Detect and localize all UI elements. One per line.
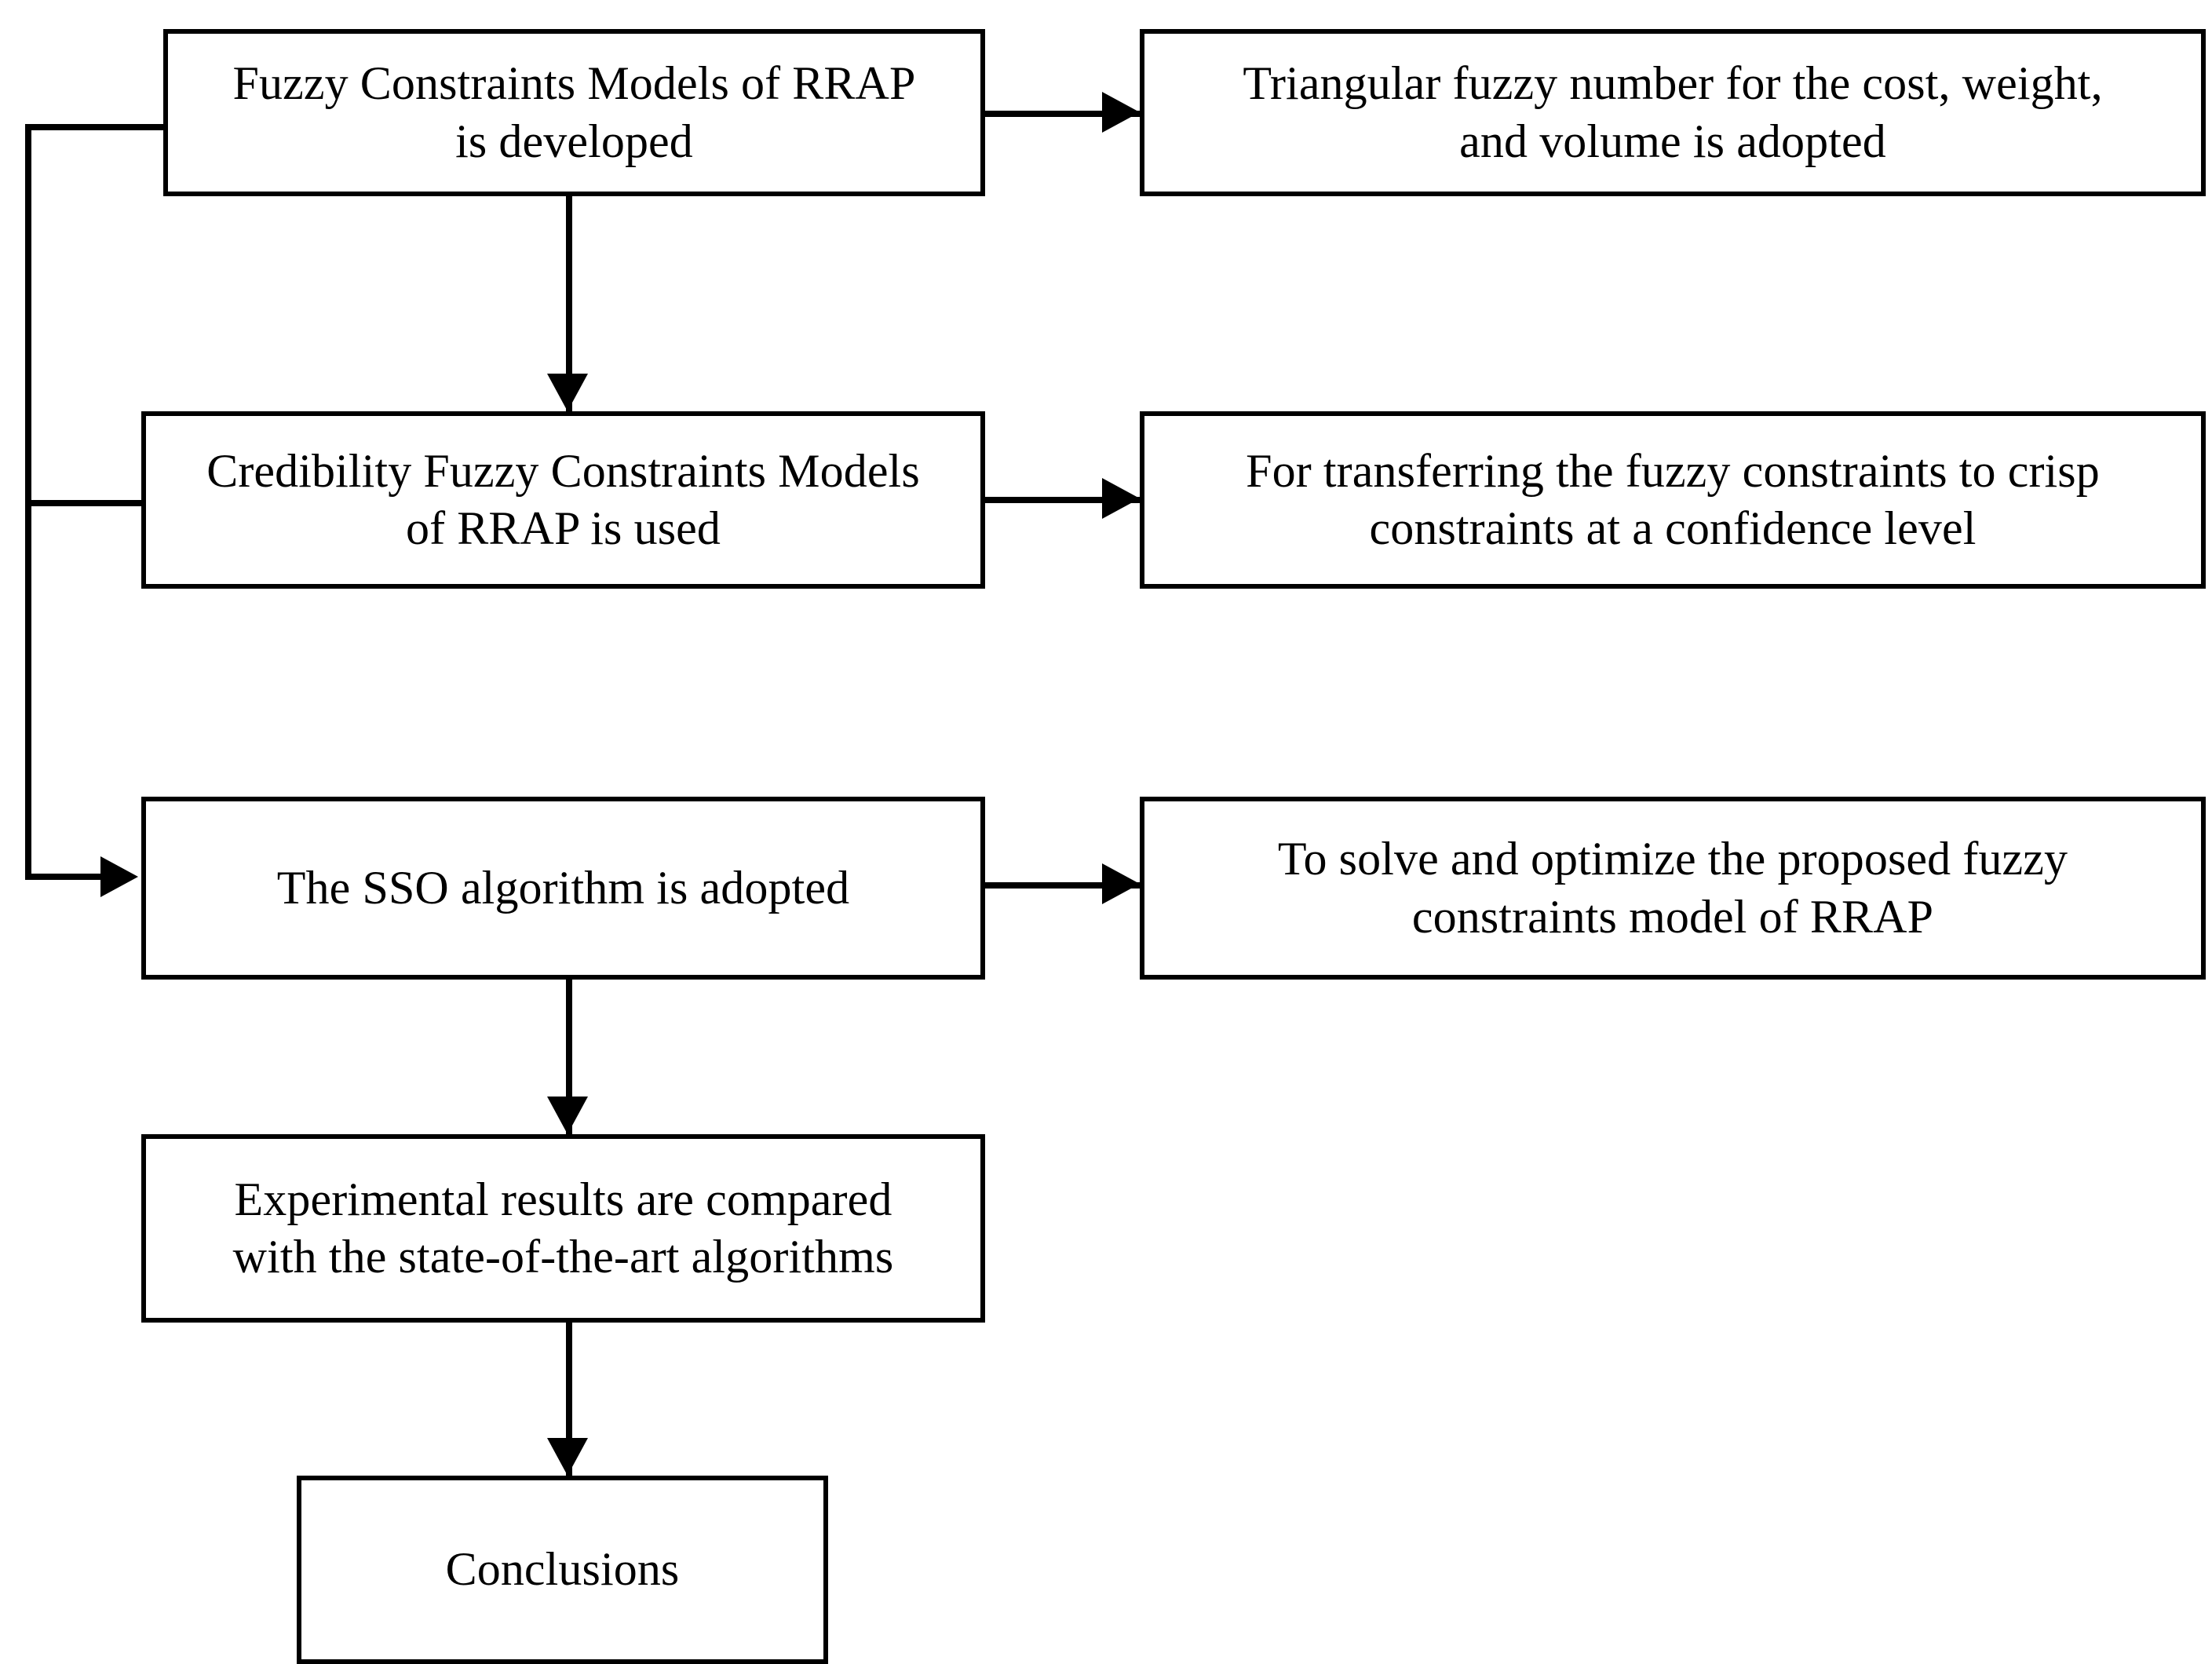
connector-sso-to-experimental [566, 980, 572, 1134]
connector-left-bus-branch-fuzzy-models [25, 124, 166, 130]
connector-left-bus-branch-sso [25, 874, 104, 880]
arrowhead-sso-to-experimental [547, 1097, 588, 1134]
arrowhead-credibility-to-transfer-crisp [1102, 478, 1140, 519]
node-experimental-results-compared[interactable]: Experimental results are compared with t… [141, 1134, 985, 1323]
node-label-credibility-fuzzy-constraints-models: Credibility Fuzzy Constraints Models of … [206, 444, 920, 554]
node-label-sso-algorithm-adopted: The SSO algorithm is adopted [276, 861, 850, 914]
node-label-solve-and-optimize: To solve and optimize the proposed fuzzy… [1277, 833, 2068, 943]
arrowhead-fuzzy-models-to-credibility [547, 374, 588, 411]
node-label-conclusions: Conclusions [445, 1543, 680, 1596]
arrowhead-left-bus-to-sso [100, 856, 138, 897]
connector-fuzzy-models-to-tfn [985, 111, 1140, 117]
connector-credibility-to-transfer-crisp [985, 497, 1140, 503]
node-sso-algorithm-adopted[interactable]: The SSO algorithm is adopted [141, 797, 985, 980]
node-label-transfer-fuzzy-to-crisp: For transferring the fuzzy constraints t… [1246, 444, 2100, 554]
arrowhead-fuzzy-models-to-tfn [1102, 92, 1140, 133]
node-credibility-fuzzy-constraints-models[interactable]: Credibility Fuzzy Constraints Models of … [141, 411, 985, 589]
node-label-triangular-fuzzy-number: Triangular fuzzy number for the cost, we… [1243, 57, 2103, 167]
node-label-fuzzy-constraints-models: Fuzzy Constraints Models of RRAP is deve… [232, 57, 916, 167]
arrowhead-experimental-to-conclusions [547, 1438, 588, 1476]
node-fuzzy-constraints-models[interactable]: Fuzzy Constraints Models of RRAP is deve… [163, 29, 985, 196]
connector-sso-to-solve-optimize [985, 882, 1140, 889]
arrowhead-sso-to-solve-optimize [1102, 863, 1140, 904]
node-transfer-fuzzy-to-crisp[interactable]: For transferring the fuzzy constraints t… [1140, 411, 2206, 589]
node-triangular-fuzzy-number[interactable]: Triangular fuzzy number for the cost, we… [1140, 29, 2206, 196]
connector-fuzzy-models-to-credibility [566, 196, 572, 411]
connector-experimental-to-conclusions [566, 1323, 572, 1476]
node-conclusions[interactable]: Conclusions [297, 1476, 828, 1664]
node-label-experimental-results-compared: Experimental results are compared with t… [232, 1173, 894, 1283]
connector-left-bus-branch-credibility [25, 500, 144, 506]
node-solve-and-optimize[interactable]: To solve and optimize the proposed fuzzy… [1140, 797, 2206, 980]
